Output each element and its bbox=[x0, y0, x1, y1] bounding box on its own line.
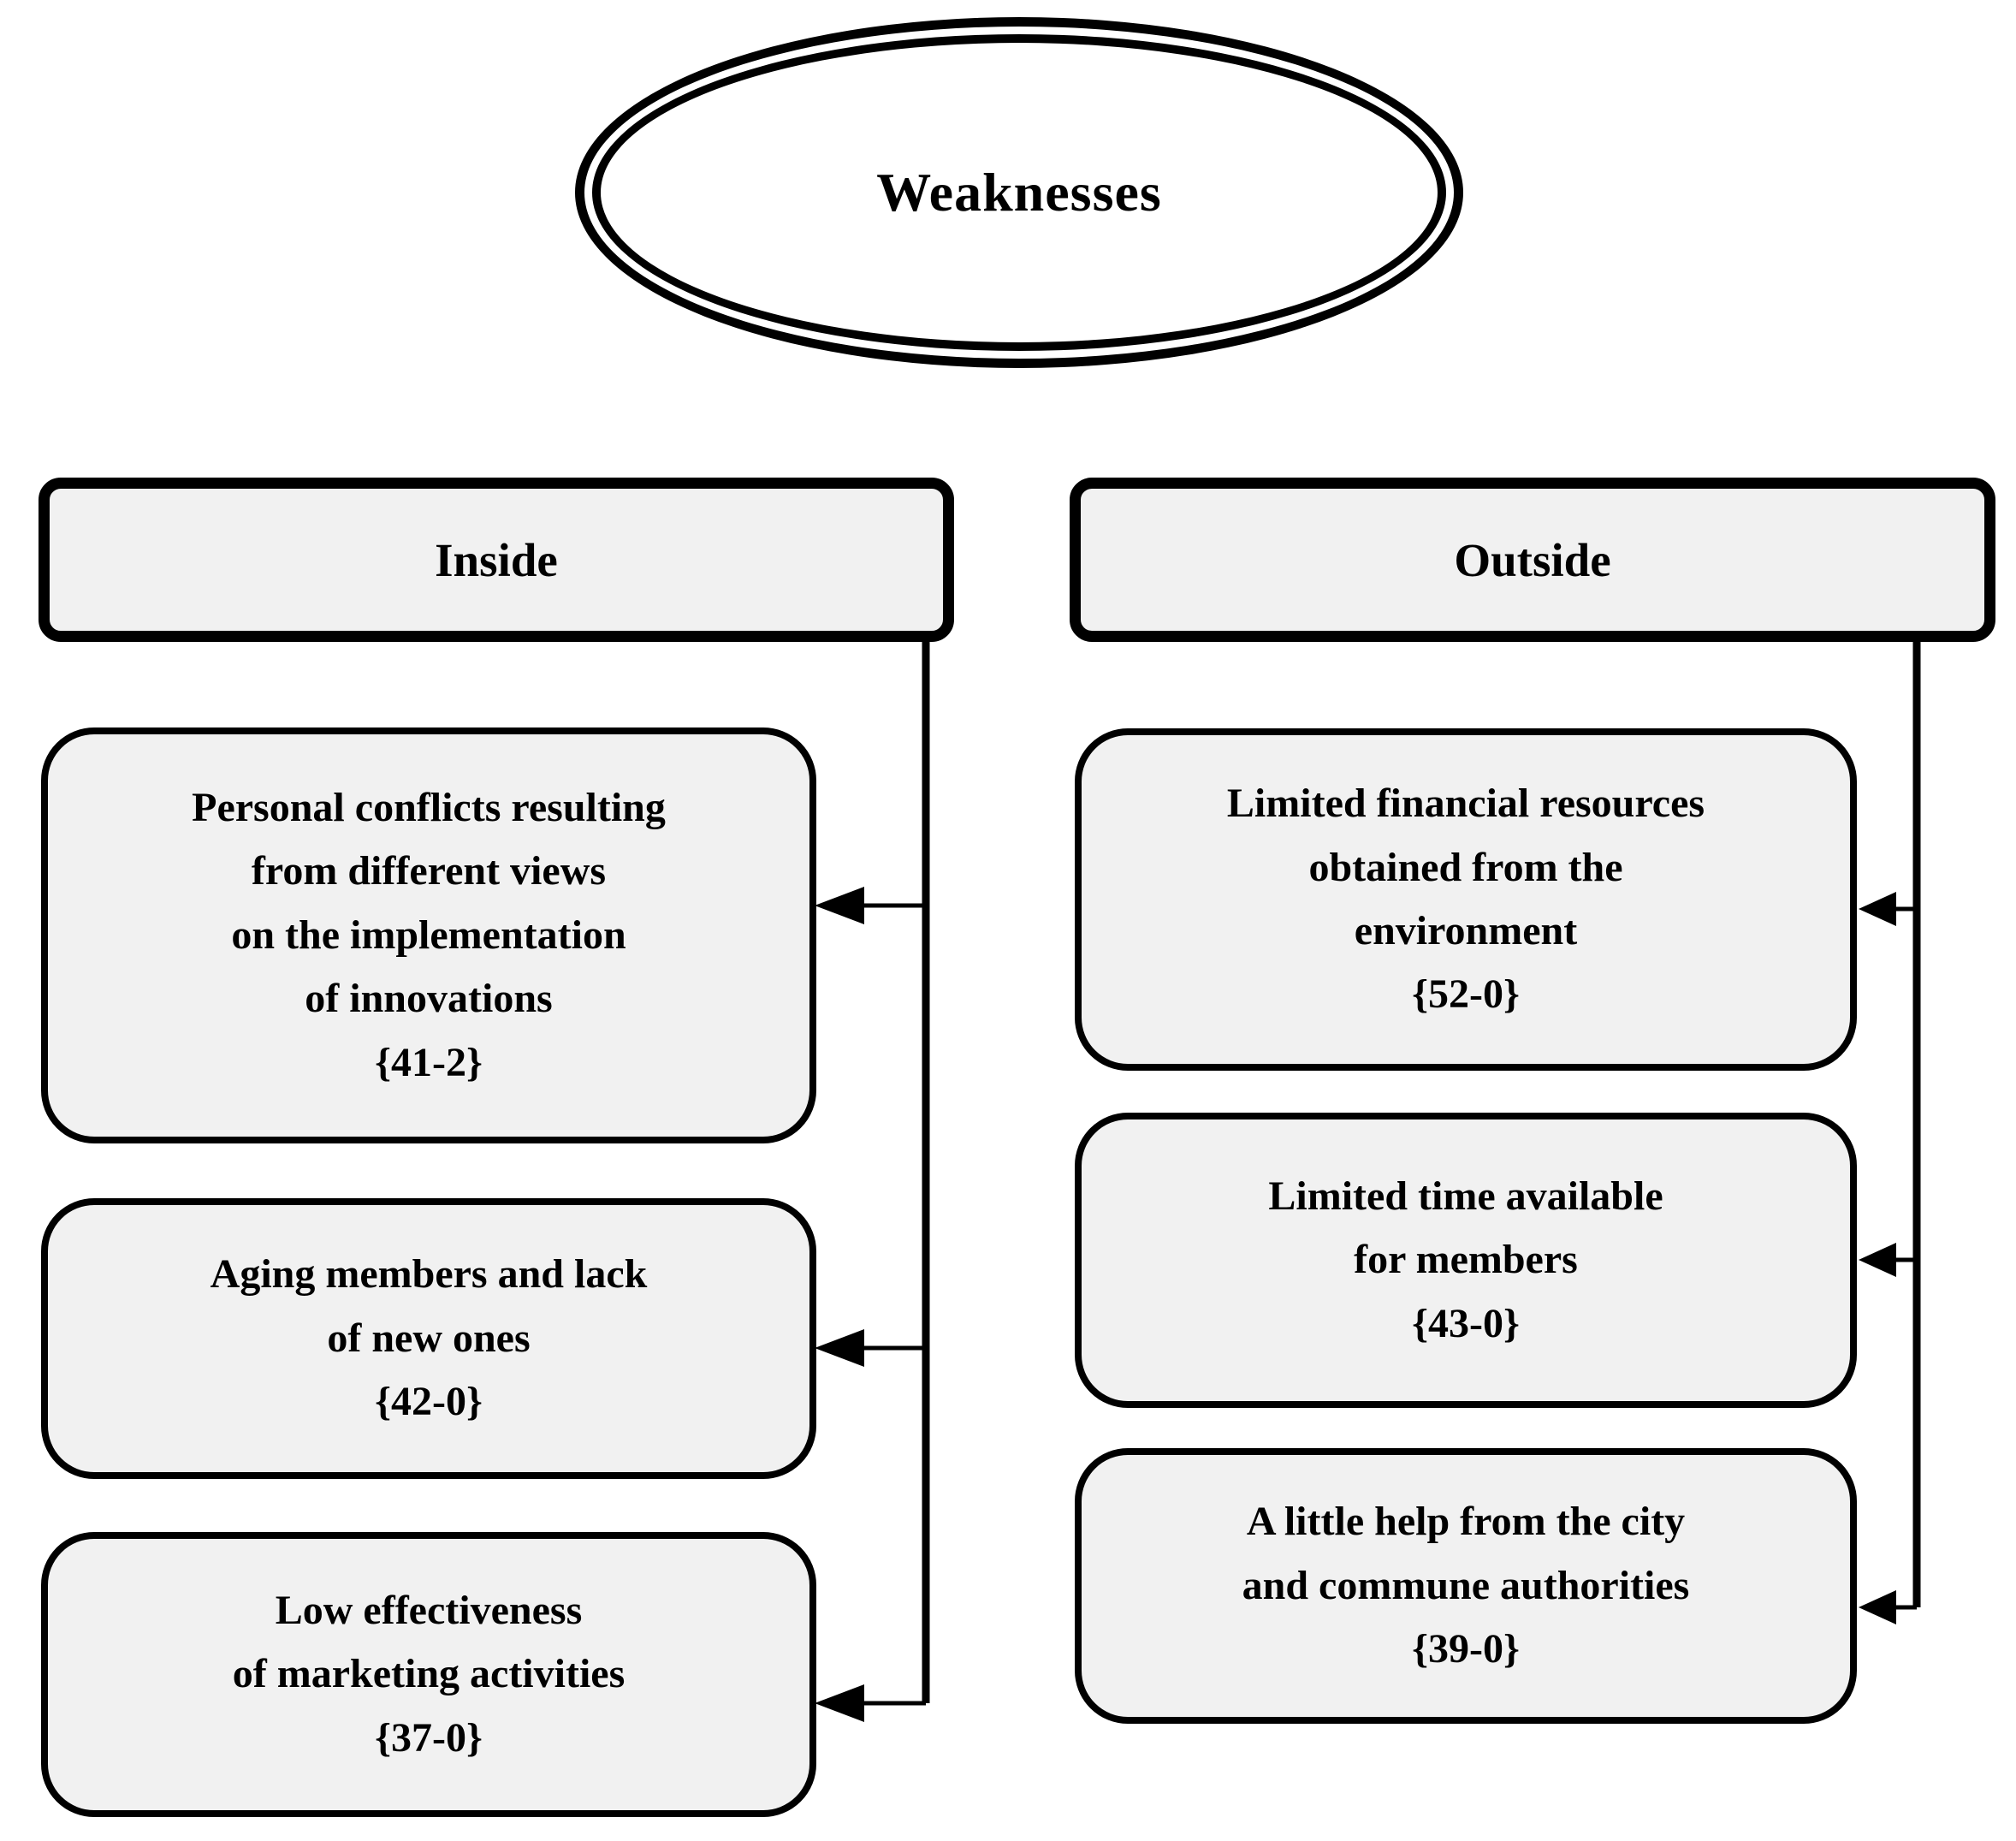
inside-category-label: Inside bbox=[435, 533, 558, 586]
outside-weakness-authorities-help: A little help from the city and commune … bbox=[1075, 1448, 1857, 1724]
inside-arrowhead-1 bbox=[815, 887, 864, 924]
inside-arrowhead-2 bbox=[815, 1329, 864, 1367]
outside-arrowhead-1 bbox=[1859, 892, 1896, 926]
outside-arrowhead-2 bbox=[1859, 1243, 1896, 1277]
weaknesses-root-node: Weaknesses bbox=[575, 17, 1463, 368]
weaknesses-root-node-inner-ring: Weaknesses bbox=[592, 34, 1446, 351]
inside-arrowhead-3 bbox=[815, 1684, 864, 1722]
outside-category-label: Outside bbox=[1454, 533, 1611, 586]
outside-arrowhead-3 bbox=[1859, 1590, 1896, 1624]
inside-weakness-marketing: Low effectiveness of marketing activitie… bbox=[41, 1532, 816, 1817]
outside-weakness-limited-time: Limited time available for members {43-0… bbox=[1075, 1113, 1857, 1408]
outside-weakness-financial-resources: Limited financial resources obtained fro… bbox=[1075, 728, 1857, 1071]
outside-category-header: Outside bbox=[1070, 478, 1995, 642]
inside-category-header: Inside bbox=[39, 478, 954, 642]
inside-weakness-aging-members: Aging members and lack of new ones {42-0… bbox=[41, 1198, 816, 1479]
inside-weakness-personal-conflicts: Personal conflicts resulting from differ… bbox=[41, 727, 816, 1143]
diagram-title: Weaknesses bbox=[876, 162, 1162, 223]
